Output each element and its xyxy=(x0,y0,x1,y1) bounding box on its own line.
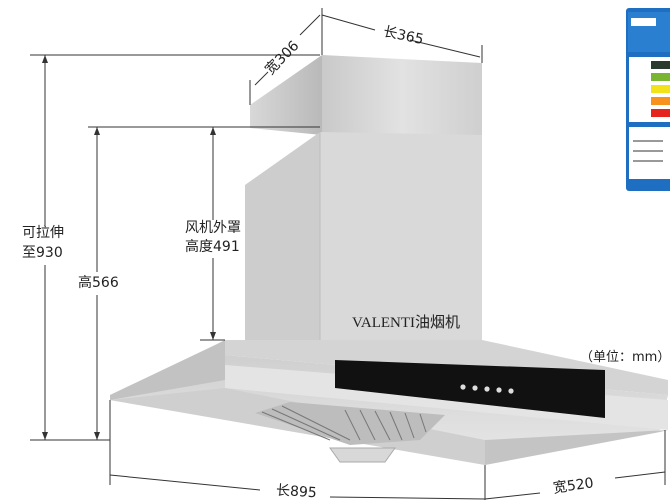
unit-note: （单位：mm） xyxy=(580,350,670,365)
energy-bar xyxy=(651,109,670,117)
arrowheads xyxy=(42,55,216,440)
oil-cup-icon xyxy=(329,447,396,463)
product-caption: VALENTI油烟机 xyxy=(352,315,461,331)
dimension-extendable-line1: 可拉伸 xyxy=(22,225,64,241)
energy-bar xyxy=(651,97,670,105)
dimension-fan-cover-line2: 高度491 xyxy=(185,239,240,255)
dimension-fan-cover-line1: 风机外罩 xyxy=(185,220,241,236)
control-button-icon[interactable] xyxy=(472,385,478,391)
control-button-icon[interactable] xyxy=(508,388,514,394)
energy-bar xyxy=(651,61,670,69)
control-panel xyxy=(335,360,605,418)
dimension-height: 高566 xyxy=(78,275,119,291)
dimension-bottom-length: 长895 xyxy=(275,482,318,502)
dimension-extendable-line2: 至930 xyxy=(22,245,63,261)
energy-bar xyxy=(651,85,670,93)
chimney xyxy=(245,55,482,350)
control-button-icon[interactable] xyxy=(496,387,502,393)
dimension-lines xyxy=(30,8,666,500)
control-button-icon[interactable] xyxy=(484,386,490,392)
grease-filter xyxy=(255,402,445,463)
energy-efficiency-label xyxy=(626,8,670,191)
energy-bar xyxy=(651,73,670,81)
control-button-icon[interactable] xyxy=(460,384,466,390)
